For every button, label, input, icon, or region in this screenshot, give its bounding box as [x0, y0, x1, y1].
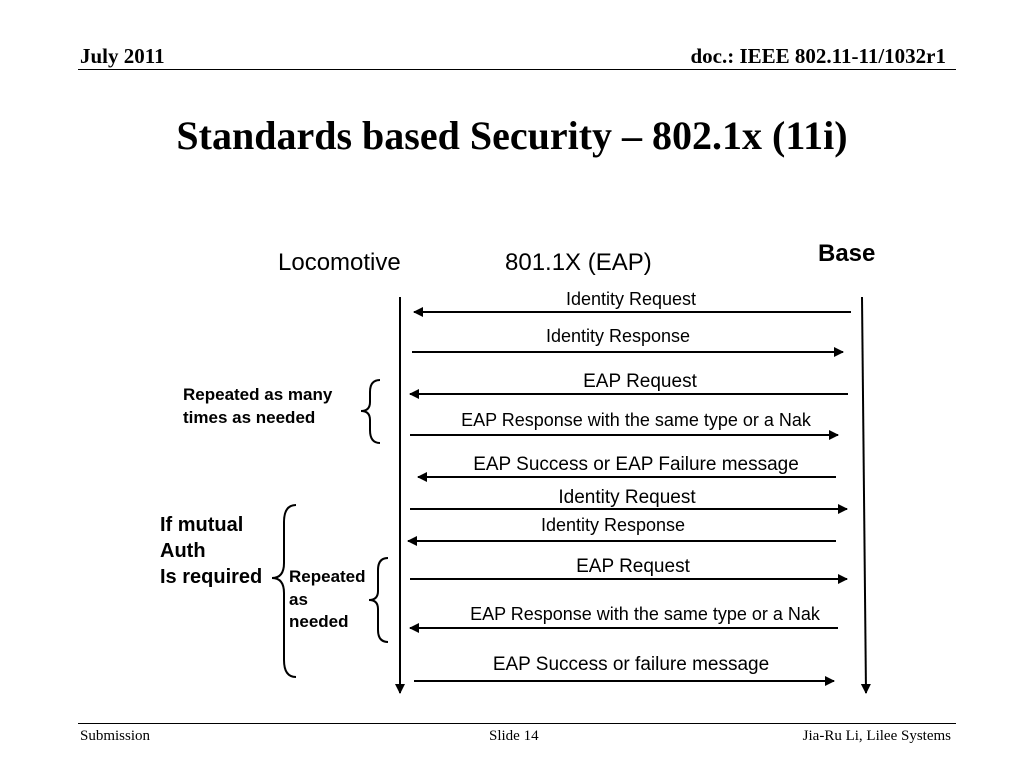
message-label-2: Identity Response	[546, 326, 690, 346]
brace-repeated-needed-line-1: Repeated	[289, 567, 366, 586]
brace-repeated-many-line-2: times as needed	[183, 408, 315, 427]
message-label-8: EAP Request	[576, 556, 690, 577]
header-doc-id: doc.: IEEE 802.11-11/1032r1	[690, 44, 946, 68]
brace-repeated-many	[360, 379, 381, 444]
message-label-3: EAP Request	[583, 371, 697, 392]
message-label-1: Identity Request	[566, 289, 696, 309]
header-date: July 2011	[80, 44, 165, 68]
message-label-7: Identity Response	[541, 515, 685, 535]
brace-mutual-auth-line-2: Auth	[160, 540, 206, 562]
message-label-6: Identity Request	[558, 487, 696, 508]
brace-repeated-needed-line-3: needed	[289, 612, 349, 631]
brace-mutual-auth	[271, 504, 297, 678]
header-rule	[78, 69, 956, 70]
participant-locomotive: Locomotive	[278, 249, 401, 276]
footer-rule	[78, 723, 956, 724]
slide-title: Standards based Security – 802.1x (11i)	[176, 113, 848, 158]
participant-base: Base	[818, 240, 875, 267]
footer-submission: Submission	[80, 728, 151, 744]
protocol-label: 801.1X (EAP)	[505, 249, 652, 276]
lifeline-base	[860, 296, 871, 694]
message-label-10: EAP Success or failure message	[493, 654, 769, 675]
brace-repeated-needed	[368, 557, 389, 643]
brace-repeated-needed-line-2: as	[289, 590, 308, 609]
message-label-9: EAP Response with the same type or a Nak	[470, 604, 821, 624]
message-label-5: EAP Success or EAP Failure message	[473, 454, 799, 475]
brace-mutual-auth-line-3: Is required	[160, 566, 262, 588]
message-label-4: EAP Response with the same type or a Nak	[461, 410, 812, 430]
footer-author: Jia-Ru Li, Lilee Systems	[802, 728, 951, 744]
brace-mutual-auth-line-1: If mutual	[160, 514, 243, 536]
footer-slide-number: Slide 14	[489, 728, 539, 744]
brace-repeated-many-line-1: Repeated as many	[183, 385, 333, 404]
